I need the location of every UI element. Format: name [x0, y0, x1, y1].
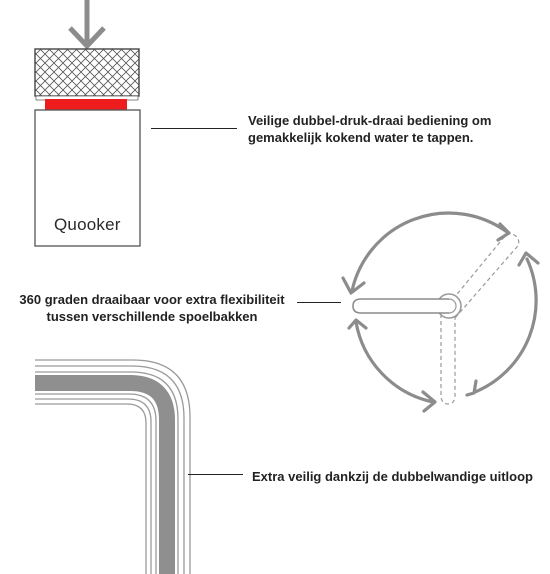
curved-arrow-icon [341, 211, 540, 413]
caption-tap-control: Veilige dubbel-druk-draai bediening om g… [248, 113, 492, 145]
double-wall-spout [35, 359, 191, 574]
rotation-diagram [341, 211, 540, 413]
spout-outline-dashed [440, 233, 520, 405]
arrow-down-icon [68, 0, 106, 50]
leader-line-tap [151, 128, 237, 129]
tap-knob [34, 48, 140, 97]
safety-ring [35, 95, 139, 110]
spout-outline-solid [352, 298, 449, 314]
brand-logo: Quooker [54, 215, 121, 234]
caption-rotation: 360 graden draaibaar voor extra flexibil… [19, 292, 285, 324]
tap-body [34, 109, 141, 247]
leader-line-rotation [297, 302, 341, 303]
leader-line-spout [188, 474, 243, 475]
caption-spout: Extra veilig dankzij de dubbelwandige ui… [252, 469, 533, 484]
